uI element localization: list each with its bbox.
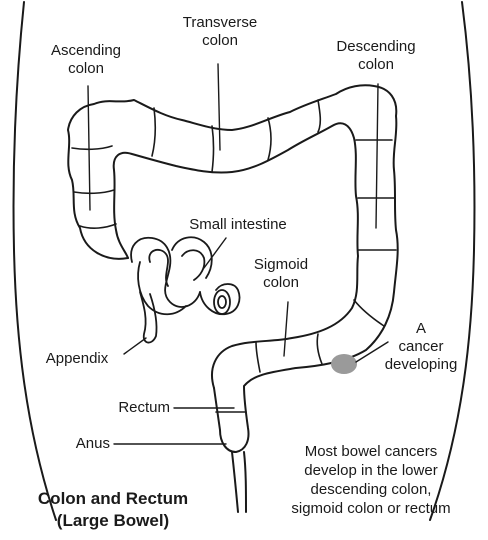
diagram-title: Colon and Rectum (Large Bowel) [8,488,218,532]
anal-canal [232,452,246,512]
leader-appendix [124,338,146,354]
small-intestine [131,237,239,314]
label-rectum: Rectum [90,399,170,417]
label-small-intestine: Small intestine [168,216,308,234]
cancer-spot [331,354,357,374]
leader-small-intestine [204,238,226,268]
appendix [140,292,157,343]
label-descending-colon: Descending colon [316,38,436,74]
colon-outer-wall [68,85,398,452]
leader-transverse [218,64,220,150]
label-anus: Anus [50,435,110,453]
note-text: Most bowel cancers develop in the lower … [262,442,480,518]
label-transverse-colon: Transverse colon [168,14,272,50]
label-sigmoid-colon: Sigmoid colon [238,256,324,292]
leader-lines [88,64,388,444]
leader-descending [376,84,378,228]
label-ascending-colon: Ascending colon [34,42,138,78]
leader-sigmoid [284,302,288,356]
label-appendix: Appendix [30,350,124,368]
label-cancer-developing: A cancer developing [366,320,476,374]
